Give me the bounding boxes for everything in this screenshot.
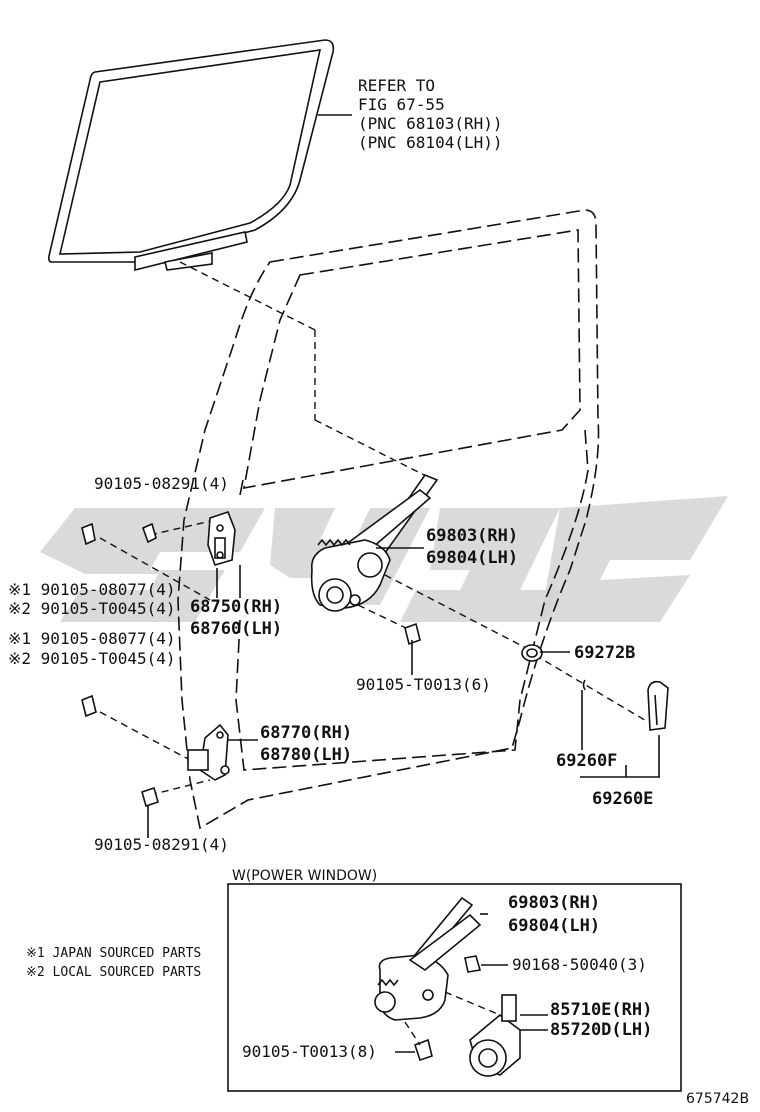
figure-code: 675742B: [686, 1091, 749, 1107]
refer-line4: (PNC 68104(LH)): [358, 133, 503, 152]
upper-hinge[interactable]: [207, 511, 236, 566]
label-hinge-upper-lh: 68760(LH): [190, 619, 282, 639]
pw-label-regulator-rh: 69803(RH): [508, 893, 600, 913]
label-bolt-lower-bottom: 90105-08291(4): [94, 835, 229, 854]
pw-regulator[interactable]: [374, 896, 482, 1021]
label-bolt-upper-local: ※2 90105-T0045(4): [8, 599, 176, 618]
bolt-upper[interactable]: [81, 522, 157, 546]
label-regulator-lh: 69804(LH): [426, 548, 518, 568]
lower-hinge[interactable]: [187, 723, 230, 781]
bolt-lower[interactable]: [81, 694, 159, 808]
pw-screw[interactable]: [464, 955, 482, 973]
power-window-box: [227, 883, 682, 1092]
label-hinge-upper-rh: 68750(RH): [190, 597, 282, 617]
label-handle-part: 69260F: [556, 751, 617, 771]
window-regulator[interactable]: [310, 474, 439, 612]
pw-label-screw: 90168-50040(3): [512, 955, 647, 974]
pw-label-motor-lh: 85720D(LH): [550, 1020, 652, 1040]
refer-line2: FIG 67-55: [358, 95, 445, 114]
window-glass[interactable]: [48, 39, 352, 272]
refer-line1: REFER TO: [358, 76, 435, 95]
label-bolt-regulator: 90105-T0013(6): [356, 675, 491, 694]
pw-label-regulator-lh: 69804(LH): [508, 916, 600, 936]
pw-label-motor-rh: 85710E(RH): [550, 1000, 652, 1020]
pw-bolt[interactable]: [413, 1038, 433, 1062]
note-japan: ※1 JAPAN SOURCED PARTS: [26, 946, 201, 961]
label-handle-assy: 69260E: [592, 789, 653, 809]
pw-label-bolt: 90105-T0013(8): [242, 1042, 377, 1061]
power-window-title: W(POWER WINDOW): [232, 868, 377, 884]
label-plug: 69272B: [574, 643, 635, 663]
label-hinge-lower-lh: 68780(LH): [260, 745, 352, 765]
pw-motor[interactable]: [469, 994, 521, 1077]
label-bolt-lower-jp: ※1 90105-08077(4): [8, 629, 176, 648]
bolt-regulator[interactable]: [404, 622, 421, 646]
refer-line3: (PNC 68103(RH)): [358, 114, 503, 133]
note-local: ※2 LOCAL SOURCED PARTS: [26, 965, 201, 980]
label-regulator-rh: 69803(RH): [426, 526, 518, 546]
label-bolt-upper-jp: ※1 90105-08077(4): [8, 580, 176, 599]
label-bolt-lower-local: ※2 90105-T0045(4): [8, 649, 176, 668]
door-outline: [177, 209, 600, 830]
plug-grommet[interactable]: [521, 644, 543, 662]
label-hinge-lower-rh: 68770(RH): [260, 723, 352, 743]
label-bolt-upper-top: 90105-08291(4): [94, 474, 229, 493]
window-handle[interactable]: [582, 679, 669, 731]
